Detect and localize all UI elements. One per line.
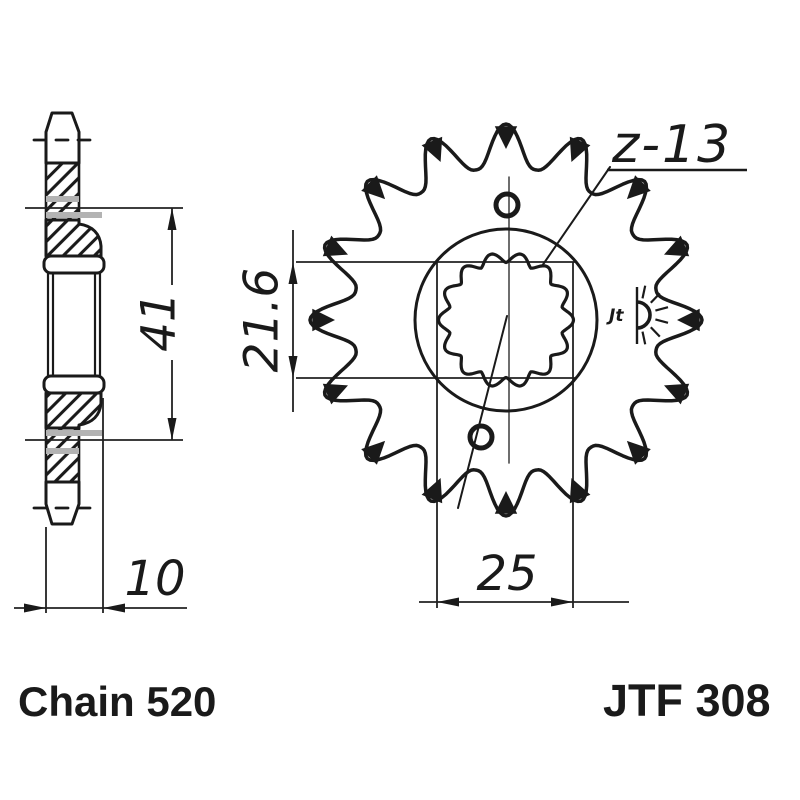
hub-circle [413,227,599,413]
tooth-notch [569,136,591,162]
side-lower-hub-lip [42,374,106,395]
side-upper-hub-section [44,218,103,258]
side-lower-band-2 [46,448,79,454]
side-upper-hub-lip [42,254,106,275]
side-upper-plate-section [44,161,81,222]
sprocket-teeth-outline [308,122,704,518]
jt-sun-ray [650,326,661,338]
dimension-arrowhead [437,597,459,607]
teeth-count-label: z-13 [607,115,747,175]
dim10-value: 10 [124,551,185,607]
dimension-spline-minor: 21.6 [235,230,576,412]
dimension-arrowhead [167,418,177,440]
jt-sun-ray [655,318,669,324]
plate-hole-bottom [467,423,495,451]
front-view [308,122,704,518]
tooth-notch [312,308,335,332]
tooth-notch [322,383,348,405]
tooth-notch [361,440,386,465]
dimension-arrowhead [551,597,573,607]
tooth-notch [322,235,348,257]
jt-sun-半circle [636,300,652,330]
chain-size-label: Chain 520 [18,678,216,725]
dimension-arrowhead [288,356,298,378]
side-lower-band-1 [46,430,102,436]
tooth-notch [626,175,651,200]
dimension-hub-width: 10 [14,398,187,613]
dimension-arrowhead [167,208,177,230]
spline-bore-outline [436,252,576,388]
tooth-notch [421,478,443,504]
side-lower-plate-section [44,426,81,484]
tooth-notch [664,383,690,405]
jt-sun-rays [641,285,669,345]
tooth-notch [569,478,591,504]
tooth-notch [421,136,443,162]
part-number-label: JTF 308 [603,675,771,726]
jt-sun-ray [655,306,669,312]
dim10-extension-lines [45,398,104,613]
teeth-count-text: z-13 [611,115,732,175]
side-top-tooth [44,111,81,165]
dimension-arrowhead [103,603,125,613]
dimension-arrows [24,208,573,613]
side-upper-band-1 [46,196,79,202]
side-bottom-tooth [44,480,81,526]
tooth-notch [494,491,518,514]
teeth-leader-line [541,166,611,267]
jt-sun-ray [641,285,647,299]
dimension-arrowhead [288,262,298,284]
tooth-notch [494,126,518,149]
dim25-value: 25 [476,546,537,602]
tooth-notch [677,308,700,332]
dim41-extension-lines [25,207,183,441]
jt-logo: Jt [606,285,669,345]
hole-leader-line [457,315,508,509]
side-upper-band-2 [46,212,102,218]
tooth-tip-notches [312,126,700,514]
tooth-notch [626,440,651,465]
side-lower-hub-section [44,391,103,430]
plate-hole-top [493,191,521,219]
jt-sun-ray [650,292,661,304]
side-view [32,111,106,526]
tooth-notch [361,175,386,200]
side-bore-lines [46,271,102,378]
dimension-outer-diameter: 41 [25,207,187,441]
tooth-notch [664,235,690,257]
jt-monogram: Jt [606,306,624,326]
jt-sun-ray [641,331,647,345]
dim216-value: 21.6 [235,268,290,373]
dimension-arrowhead [24,603,46,613]
dim41-value: 41 [132,292,187,352]
dim216-extension-lines [296,261,576,379]
